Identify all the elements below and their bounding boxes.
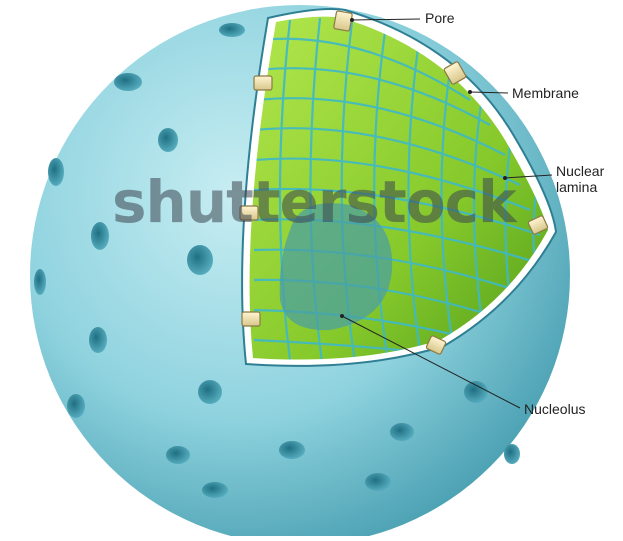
label-membrane: Membrane <box>512 85 579 101</box>
label-nuclear-lamina: Nuclear lamina <box>556 163 620 195</box>
nuclear-pore-icon <box>254 76 272 90</box>
nuclear-pore-icon <box>242 312 260 326</box>
nuclear-pore-icon <box>334 11 353 32</box>
watermark: shutterstock <box>112 168 516 236</box>
label-nucleolus: Nucleolus <box>524 401 585 417</box>
label-pore: Pore <box>425 10 455 26</box>
